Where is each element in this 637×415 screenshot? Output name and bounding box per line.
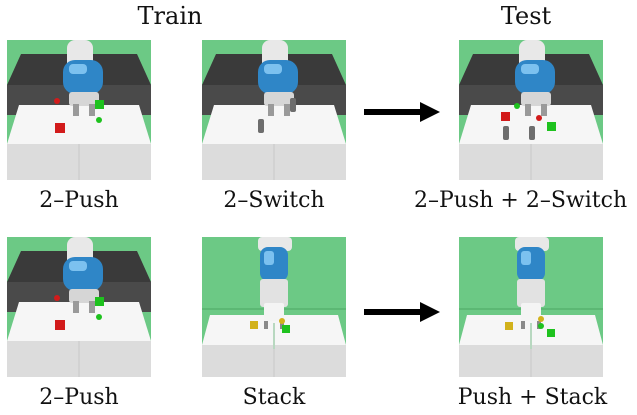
arrow-row1 bbox=[364, 102, 440, 122]
caption-2-switch: 2–Switch bbox=[223, 188, 325, 213]
scene-2-push-2-switch-test bbox=[459, 40, 603, 180]
arrow-row2 bbox=[364, 302, 440, 322]
scene-2-push-train-row2 bbox=[7, 237, 151, 377]
scene-2-push-train-row1 bbox=[7, 40, 151, 180]
caption-push-stack: Push + Stack bbox=[457, 385, 608, 410]
train-header: Train bbox=[137, 2, 203, 30]
test-header: Test bbox=[500, 2, 552, 30]
scene-push-stack-test bbox=[459, 237, 603, 377]
scene-stack-train bbox=[202, 237, 346, 377]
scene-2-switch-train bbox=[202, 40, 346, 180]
caption-2-push-row2: 2–Push bbox=[39, 385, 119, 410]
caption-2-push-2-switch: 2–Push + 2–Switch bbox=[414, 188, 628, 213]
caption-stack: Stack bbox=[242, 385, 306, 410]
caption-2-push-row1: 2–Push bbox=[39, 188, 119, 213]
